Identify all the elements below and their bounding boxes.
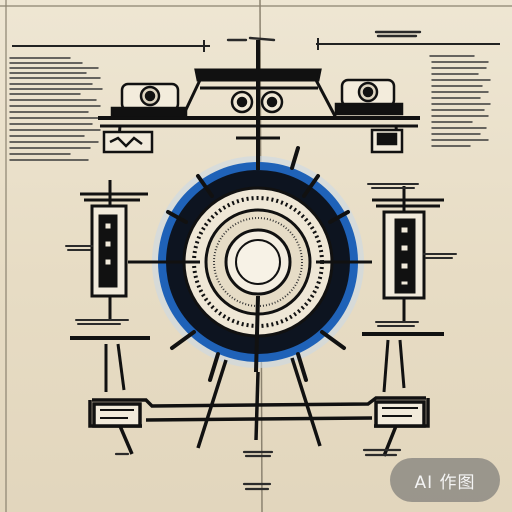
- top-dimension-marks: [12, 38, 500, 52]
- left-notes-scribble: [9, 57, 105, 161]
- left-top-housing: [110, 82, 188, 120]
- right-sub-box: [370, 128, 404, 154]
- left-side-panel: [70, 180, 150, 392]
- left-sub-box: [102, 130, 154, 154]
- base-frame: [88, 357, 430, 457]
- center-shaft: [236, 40, 280, 373]
- right-side-panel: [362, 186, 444, 393]
- center-gauges: [230, 90, 284, 114]
- core-spokes: [166, 146, 350, 382]
- right-notes-scribble: [429, 55, 491, 147]
- right-top-housing: [334, 78, 404, 116]
- ai-watermark-badge: AI 作图: [390, 458, 500, 502]
- bottom-label-scribbles: [114, 448, 402, 491]
- header-scribbles: [226, 30, 422, 42]
- side-label-scribbles: [65, 183, 457, 327]
- circular-core: [152, 156, 364, 368]
